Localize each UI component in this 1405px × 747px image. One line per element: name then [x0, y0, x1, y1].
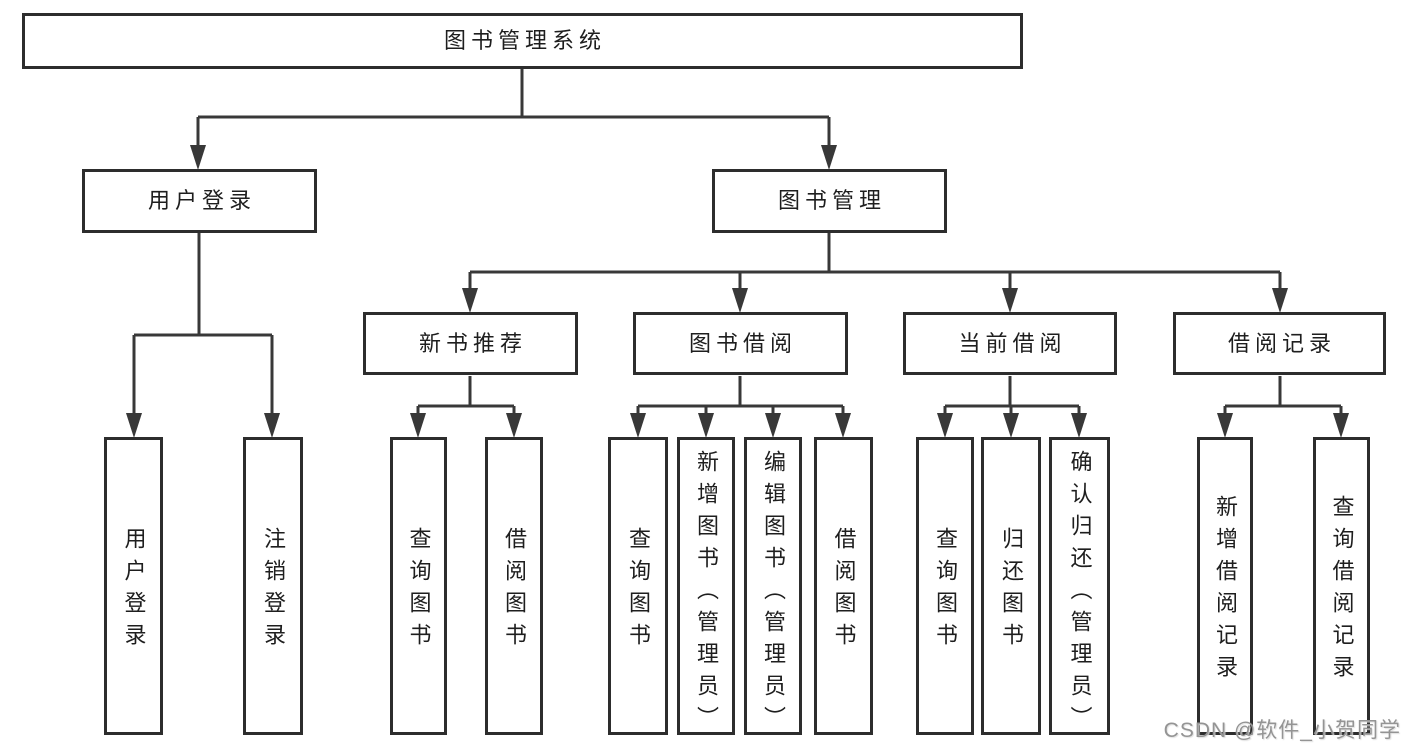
leaf-current-query-books: 查询图书: [916, 437, 974, 735]
leaf-user-login: 用户登录: [104, 437, 163, 735]
connector-borrowing-records: [1223, 376, 1343, 418]
leaf-confirm-return-admin-label: 确认归还（管理员）: [1067, 450, 1093, 738]
leaf-logout: 注销登录: [243, 437, 303, 735]
leaf-add-book-admin: 新增图书（管理员）: [677, 437, 735, 738]
arrowhead: [630, 413, 646, 438]
leaf-logout-label: 注销登录: [261, 527, 286, 655]
arrowhead: [1217, 413, 1233, 438]
arrowhead: [264, 413, 280, 438]
connector-new-book: [416, 376, 516, 418]
arrowhead: [1003, 413, 1019, 438]
node-book-borrowing: 图书借阅: [633, 312, 848, 375]
arrowhead: [462, 288, 478, 313]
node-library-system: 图书管理系统: [22, 13, 1023, 69]
arrowhead: [126, 413, 142, 438]
csdn-watermark: CSDN @软件_小贺同学: [1163, 719, 1401, 742]
leaf-borrowing-query-books: 查询图书: [608, 437, 668, 735]
node-library-system-label: 图书管理系统: [443, 28, 606, 53]
leaf-user-login-label: 用户登录: [121, 527, 147, 655]
arrowhead: [506, 413, 522, 438]
leaf-borrowing-query-books-label: 查询图书: [626, 527, 651, 655]
leaf-current-query-books-label: 查询图书: [933, 527, 958, 655]
node-book-management-label: 图书管理: [777, 188, 886, 213]
leaf-edit-book-admin: 编辑图书（管理员）: [744, 437, 802, 738]
leaf-newbook-query-books: 查询图书: [390, 437, 447, 735]
connector-user-login: [132, 233, 274, 418]
node-user-login: 用户登录: [82, 169, 317, 233]
leaf-confirm-return-admin: 确认归还（管理员）: [1049, 437, 1110, 738]
leaf-add-borrow-record-label: 新增借阅记录: [1213, 495, 1238, 687]
leaf-return-books-label: 归还图书: [999, 527, 1024, 655]
arrowhead: [1071, 413, 1087, 438]
node-new-book-recommend: 新书推荐: [363, 312, 578, 375]
connector-current-borrowing: [943, 376, 1081, 418]
arrowhead: [698, 413, 714, 438]
node-book-management: 图书管理: [712, 169, 947, 233]
connector-root: [196, 69, 831, 150]
arrowhead: [190, 145, 206, 170]
arrowhead: [410, 413, 426, 438]
arrowhead: [1333, 413, 1349, 438]
connector-book-management: [468, 233, 1282, 293]
node-current-borrowing: 当前借阅: [903, 312, 1117, 375]
node-borrowing-records-label: 借阅记录: [1227, 330, 1336, 356]
leaf-add-borrow-record: 新增借阅记录: [1197, 437, 1253, 735]
arrowhead: [821, 145, 837, 170]
node-current-borrowing-label: 当前借阅: [958, 330, 1067, 356]
leaf-newbook-borrow-books: 借阅图书: [485, 437, 543, 735]
connector-book-borrowing: [636, 376, 845, 418]
arrowhead: [765, 413, 781, 438]
leaf-query-borrow-record: 查询借阅记录: [1313, 437, 1370, 735]
arrowhead: [835, 413, 851, 438]
node-book-borrowing-label: 图书借阅: [688, 330, 797, 356]
arrowhead: [1272, 288, 1288, 313]
arrowhead: [1002, 288, 1018, 313]
leaf-borrowing-borrow-books-label: 借阅图书: [831, 527, 857, 655]
node-borrowing-records: 借阅记录: [1173, 312, 1386, 375]
node-new-book-recommend-label: 新书推荐: [418, 330, 527, 356]
node-user-login-label: 用户登录: [147, 188, 256, 213]
leaf-newbook-borrow-books-label: 借阅图书: [502, 527, 527, 655]
arrowhead: [732, 288, 748, 313]
leaf-return-books: 归还图书: [981, 437, 1041, 735]
leaf-query-borrow-record-label: 查询借阅记录: [1329, 495, 1355, 687]
leaf-add-book-admin-label: 新增图书（管理员）: [694, 450, 719, 738]
leaf-borrowing-borrow-books: 借阅图书: [814, 437, 873, 735]
arrowhead: [937, 413, 953, 438]
leaf-edit-book-admin-label: 编辑图书（管理员）: [761, 450, 786, 738]
leaf-newbook-query-books-label: 查询图书: [406, 527, 432, 655]
